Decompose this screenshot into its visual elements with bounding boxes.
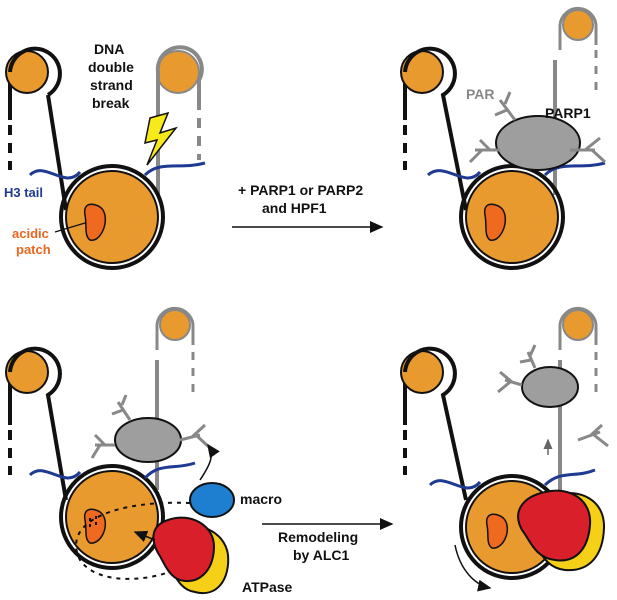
panel-remodeled [400, 306, 609, 592]
curved-arrow-icon [199, 443, 220, 481]
acidic-patch-label-1: acidic [12, 226, 49, 241]
dsb-label-1: DNA [94, 41, 124, 57]
atpase-label: ATPase [242, 579, 293, 595]
h3-tail-right [143, 161, 206, 177]
atpase-domain [152, 516, 216, 583]
linker-dashed [75, 501, 191, 580]
parp1-protein [495, 115, 581, 171]
dsb-label-2: double [88, 59, 134, 75]
dsb-label-4: break [92, 95, 130, 111]
curved-arrow-icon [454, 544, 492, 592]
panel-parp-bound: PAR PARP1 [400, 6, 607, 270]
par-label: PAR [466, 86, 495, 102]
step1-arrow: + PARP1 or PARP2 and HPF1 [232, 182, 384, 233]
step2-label-1: Remodeling [278, 529, 358, 545]
acidic-patch [83, 203, 107, 241]
par-chain-icon [468, 91, 607, 164]
lightning-icon [144, 111, 179, 166]
atpase-arrow [133, 530, 156, 543]
linker-dna-left [46, 94, 68, 211]
h3-tail-label: H3 tail [4, 185, 43, 200]
step1-label-2: and HPF1 [262, 200, 327, 216]
step2-label-2: by ALC1 [293, 547, 349, 563]
parp1-label: PARP1 [545, 105, 591, 121]
macro-domain [189, 482, 235, 518]
step1-label-1: + PARP1 or PARP2 [238, 182, 363, 198]
nucleosomal-dna [59, 164, 165, 270]
dsb-label-3: strand [90, 77, 133, 93]
panel-alc1-recruitment: macro ATPase [5, 306, 293, 595]
acidic-patch-label-2: patch [16, 242, 51, 257]
step2-arrow: Remodeling by ALC1 [262, 518, 394, 563]
panel-initial-nucleosome: DNA double strand break H3 tail acidic p… [4, 41, 206, 270]
macro-label: macro [240, 491, 282, 507]
nucleosome-core [65, 170, 159, 264]
acidic-patch-pointer [54, 222, 86, 233]
left-neighbor-nucleosome [5, 46, 62, 170]
right-neighbor-nucleosome [155, 45, 204, 195]
h3-tail-left [28, 169, 82, 180]
